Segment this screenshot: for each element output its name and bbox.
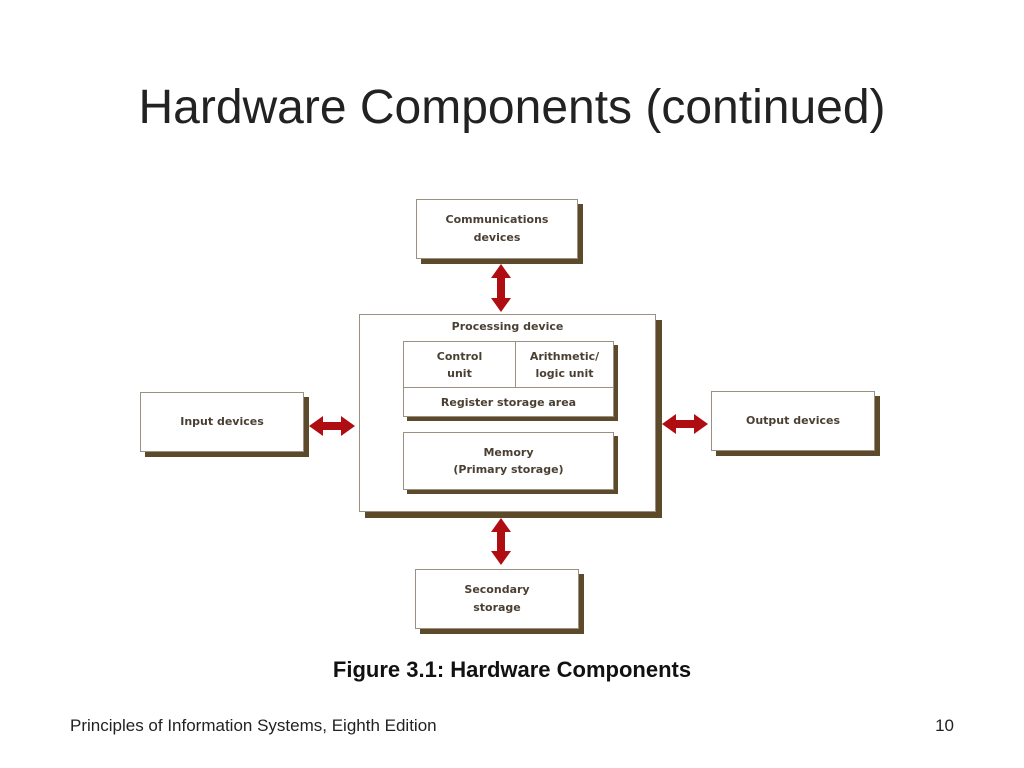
control-unit-label: Control unit: [436, 349, 483, 380]
output-devices-label: Output devices: [745, 414, 841, 427]
output-devices-box: Output devices: [711, 391, 875, 451]
cpu-horizontal-divider: [404, 387, 613, 388]
arrow-processing-output: [662, 414, 708, 434]
memory-box: Memory (Primary storage): [403, 432, 614, 490]
figure-caption: Figure 3.1: Hardware Components: [332, 657, 692, 682]
footer-book-title: Principles of Information Systems, Eight…: [70, 716, 437, 735]
arrow-processing-secondary: [491, 518, 511, 565]
input-devices-label: Input devices: [180, 415, 264, 428]
cpu-vertical-divider: [515, 342, 516, 387]
page-number: 10: [935, 716, 954, 735]
processing-device-box: Processing device Control unit Arithmeti…: [359, 314, 656, 512]
secondary-storage-label: Secondary storage: [464, 583, 530, 614]
processing-device-label: Processing device: [451, 320, 564, 333]
cpu-box: Control unit Arithmetic/ logic unit Regi…: [403, 341, 614, 417]
arrow-communications-processing: [491, 264, 511, 312]
alu-label: Arithmetic/ logic unit: [529, 349, 600, 380]
register-storage-label: Register storage area: [440, 395, 577, 409]
communications-devices-label: Communications devices: [445, 213, 549, 244]
secondary-storage-box: Secondary storage: [415, 569, 579, 629]
memory-label: Memory (Primary storage): [453, 446, 564, 476]
slide-title: Hardware Components (continued): [138, 81, 886, 134]
input-devices-box: Input devices: [140, 392, 304, 452]
communications-devices-box: Communications devices: [416, 199, 578, 259]
arrow-input-processing: [309, 416, 355, 436]
